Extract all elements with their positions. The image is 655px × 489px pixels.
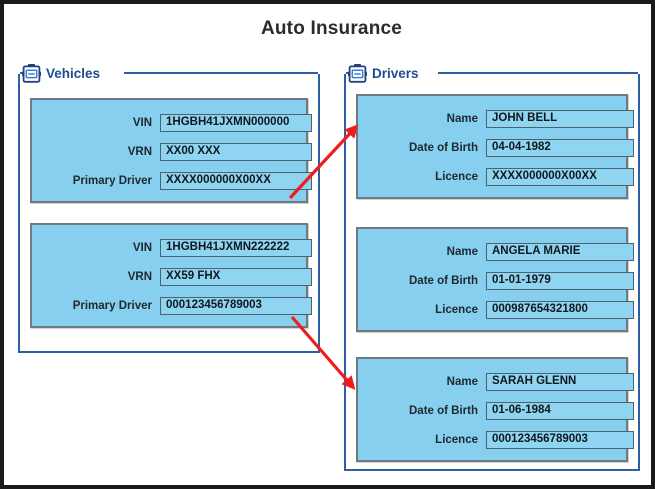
licence-label: Licence — [435, 171, 478, 183]
driver-record-card[interactable]: Name ANGELA MARIE Date of Birth 01-01-19… — [356, 227, 634, 332]
name-value[interactable]: JOHN BELL — [486, 110, 634, 128]
name-label: Name — [446, 246, 478, 258]
field-row-vin: VIN 1HGBH41JXMN000000 — [32, 114, 312, 132]
name-label: Name — [446, 113, 478, 125]
licence-value[interactable]: 000987654321800 — [486, 301, 634, 319]
page-title: Auto Insurance — [260, 18, 403, 39]
name-label: Name — [446, 376, 478, 388]
vin-value[interactable]: 1HGBH41JXMN000000 — [160, 114, 312, 132]
field-row-vrn: VRN XX59 FHX — [32, 268, 312, 286]
clipboard-collapse-icon[interactable] — [348, 63, 367, 84]
vin-label: VIN — [132, 242, 152, 254]
licence-label: Licence — [435, 434, 478, 446]
vin-value[interactable]: 1HGBH41JXMN222222 — [160, 239, 312, 257]
vrn-value[interactable]: XX00 XXX — [160, 143, 312, 161]
vrn-label: VRN — [127, 271, 152, 283]
group-vehicles-header[interactable]: Vehicles — [22, 63, 107, 84]
field-row-vin: VIN 1HGBH41JXMN222222 — [32, 239, 312, 257]
primary-driver-label: Primary Driver — [72, 300, 152, 312]
driver-record-card[interactable]: Name SARAH GLENN Date of Birth 01-06-198… — [356, 357, 634, 462]
vrn-label: VRN — [127, 146, 152, 158]
group-drivers-title: Drivers — [372, 66, 419, 81]
name-value[interactable]: SARAH GLENN — [486, 373, 634, 391]
primary-driver-value[interactable]: 000123456789003 — [160, 297, 312, 315]
primary-driver-value[interactable]: XXXX000000X00XX — [160, 172, 312, 190]
field-row-name: Name JOHN BELL — [358, 110, 634, 128]
licence-value[interactable]: 000123456789003 — [486, 431, 634, 449]
group-vehicles-title: Vehicles — [46, 66, 101, 81]
date-of-birth-label: Date of Birth — [409, 142, 478, 154]
field-row-date-of-birth: Date of Birth 04-04-1982 — [358, 139, 634, 157]
group-drivers-header[interactable]: Drivers — [348, 63, 425, 84]
field-row-primary-driver: Primary Driver XXXX000000X00XX — [32, 172, 312, 190]
name-value[interactable]: ANGELA MARIE — [486, 243, 634, 261]
group-vehicles: Vehicles VIN 1HGBH41JXMN000000 VRN XX00 … — [18, 63, 320, 353]
vin-label: VIN — [132, 117, 152, 129]
date-of-birth-label: Date of Birth — [409, 405, 478, 417]
field-row-primary-driver: Primary Driver 000123456789003 — [32, 297, 312, 315]
date-of-birth-label: Date of Birth — [409, 275, 478, 287]
date-of-birth-value[interactable]: 01-06-1984 — [486, 402, 634, 420]
field-row-licence: Licence 000123456789003 — [358, 431, 634, 449]
clipboard-collapse-icon[interactable] — [22, 63, 41, 84]
date-of-birth-value[interactable]: 04-04-1982 — [486, 139, 634, 157]
vehicle-record-card[interactable]: VIN 1HGBH41JXMN222222 VRN XX59 FHX Prima… — [30, 223, 312, 328]
field-row-licence: Licence XXXX000000X00XX — [358, 168, 634, 186]
field-row-vrn: VRN XX00 XXX — [32, 143, 312, 161]
field-row-name: Name ANGELA MARIE — [358, 243, 634, 261]
field-row-licence: Licence 000987654321800 — [358, 301, 634, 319]
vrn-value[interactable]: XX59 FHX — [160, 268, 312, 286]
field-row-date-of-birth: Date of Birth 01-01-1979 — [358, 272, 634, 290]
field-row-date-of-birth: Date of Birth 01-06-1984 — [358, 402, 634, 420]
group-drivers: Drivers Name JOHN BELL Date of Birth 04-… — [344, 63, 640, 471]
driver-record-card[interactable]: Name JOHN BELL Date of Birth 04-04-1982 … — [356, 94, 634, 199]
primary-driver-label: Primary Driver — [72, 175, 152, 187]
date-of-birth-value[interactable]: 01-01-1979 — [486, 272, 634, 290]
licence-value[interactable]: XXXX000000X00XX — [486, 168, 634, 186]
field-row-name: Name SARAH GLENN — [358, 373, 634, 391]
licence-label: Licence — [435, 304, 478, 316]
vehicle-record-card[interactable]: VIN 1HGBH41JXMN000000 VRN XX00 XXX Prima… — [30, 98, 312, 203]
